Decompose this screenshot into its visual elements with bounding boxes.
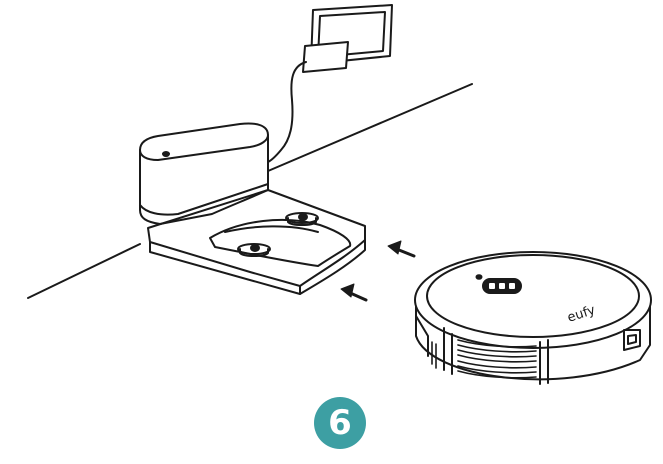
charging-contacts (237, 212, 319, 257)
dock-base (147, 189, 366, 295)
step-number-badge: 6 (314, 397, 366, 449)
arrow-left-icon-lower (340, 283, 368, 302)
dc-port (623, 329, 641, 351)
power-cable (267, 61, 307, 163)
arrow-left-icon (387, 240, 416, 258)
power-button-icon (482, 278, 522, 294)
robot-vacuum: eufy (414, 251, 652, 385)
floor-line (27, 83, 473, 299)
wall-outlet-icon (302, 4, 393, 73)
side-vents (431, 339, 537, 379)
dock-tower (139, 122, 269, 225)
dock-indicator-light (162, 151, 170, 157)
robot-sensor-dot (475, 274, 483, 280)
